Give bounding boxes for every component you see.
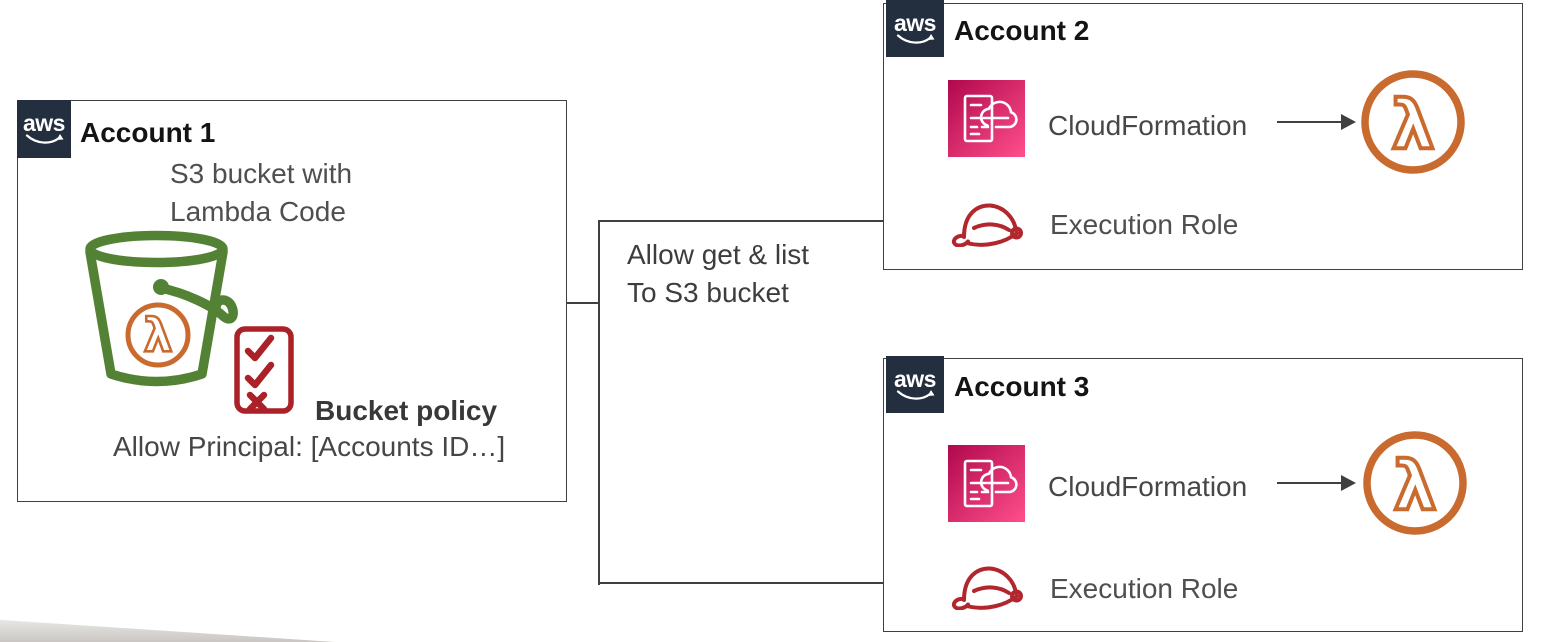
execution-role-icon — [951, 203, 1023, 247]
bucket-handle-pivot — [153, 279, 169, 295]
aws-smile-icon — [896, 389, 935, 400]
lambda-glyph: λ — [143, 308, 172, 362]
execution-role-icon — [951, 566, 1023, 610]
arrowhead-to-lambda-icon — [1341, 475, 1356, 491]
lambda-glyph: λ — [1393, 447, 1436, 526]
aws-smile-icon — [896, 33, 935, 44]
cloudformation-icon — [948, 445, 1025, 522]
account1-title: Account 1 — [80, 117, 216, 148]
s3-bucket-icon: λ — [85, 230, 238, 387]
aws-logo-text: aws — [894, 9, 936, 36]
bucket-policy-detail: Allow Principal: [Accounts ID…] — [113, 431, 506, 462]
aws-logo-text: aws — [23, 110, 65, 136]
cloudformation-label: CloudFormation — [1048, 471, 1248, 502]
lambda-icon: λ — [1363, 431, 1467, 535]
execution-role-label: Execution Role — [1050, 573, 1239, 604]
cloudformation-icon — [948, 80, 1025, 157]
page-curl-decoration — [0, 619, 335, 642]
aws-logo-icon: aws — [17, 100, 71, 158]
connector-branch-account3 — [599, 582, 952, 584]
execution-role-label: Execution Role — [1050, 209, 1239, 240]
account3-title: Account 3 — [954, 371, 1090, 402]
s3-bucket-caption: S3 bucket with Lambda Code — [170, 155, 352, 231]
account1-box — [17, 100, 567, 502]
cloudformation-to-lambda-line — [1277, 121, 1343, 123]
bucket-policy-icon — [234, 326, 294, 414]
s3-bucket-caption-line1: S3 bucket with — [170, 158, 353, 189]
cloudformation-label: CloudFormation — [1048, 110, 1248, 141]
bucket-policy-title: Bucket policy — [315, 395, 498, 426]
connector-label-line1: Allow get & list — [627, 239, 810, 270]
s3-bucket-caption-line2: Lambda Code — [170, 196, 346, 227]
connector-label-line2: To S3 bucket — [627, 277, 789, 308]
cloudformation-to-lambda-line — [1277, 482, 1343, 484]
aws-logo-icon: aws — [886, 0, 944, 57]
lambda-icon: λ — [1361, 70, 1465, 174]
lambda-glyph: λ — [1391, 86, 1434, 165]
connector-trunk-line — [598, 220, 600, 585]
connector-label: Allow get & list To S3 bucket — [627, 236, 809, 312]
aws-logo-text: aws — [894, 365, 936, 392]
account2-title: Account 2 — [954, 15, 1090, 46]
connector-branch-account2 — [599, 220, 952, 222]
arrowhead-to-lambda-icon — [1341, 114, 1356, 130]
aws-logo-icon: aws — [886, 356, 944, 413]
aws-smile-icon — [25, 134, 64, 144]
